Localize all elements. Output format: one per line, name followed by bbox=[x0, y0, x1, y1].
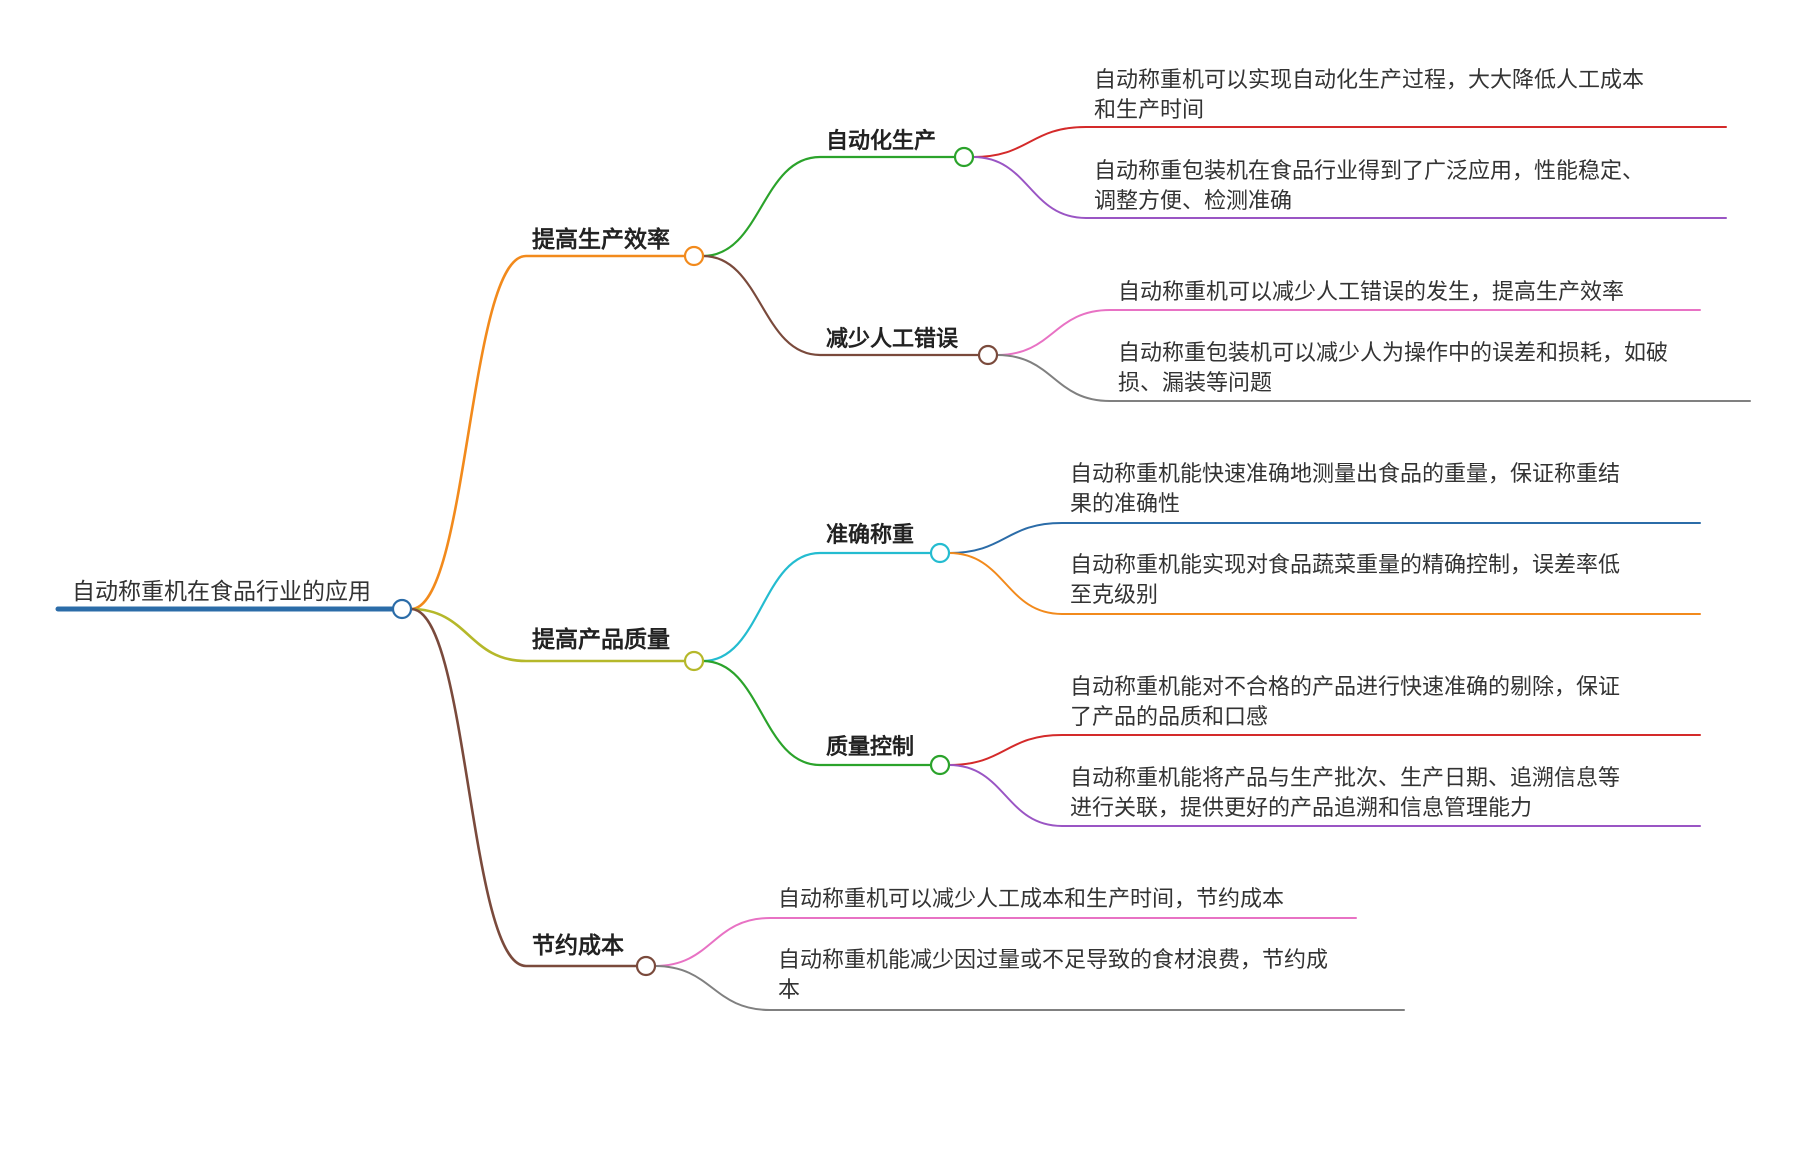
leaf-text: 自动称重包装机可以减少人为操作中的误差和损耗，如破损、漏装等问题 bbox=[1118, 341, 1669, 396]
leaf-connector bbox=[654, 917, 1357, 967]
leaf-connector bbox=[996, 309, 1701, 356]
branch-connector bbox=[409, 254, 687, 611]
subtopic-connector bbox=[701, 155, 957, 258]
branch-node-toggle[interactable] bbox=[635, 955, 657, 977]
subtopic-label-quality-control: 质量控制 bbox=[826, 735, 915, 760]
subtopic-node-toggle[interactable] bbox=[929, 542, 951, 564]
subtopic-label-reduce-errors: 减少人工错误 bbox=[826, 327, 959, 352]
leaf-text: 自动称重机能对不合格的产品进行快速准确的剔除，保证了产品的品质和口感 bbox=[1070, 675, 1621, 730]
leaf-text: 自动称重机能快速准确地测量出食品的重量，保证称重结果的准确性 bbox=[1070, 462, 1621, 517]
subtopic-connector bbox=[701, 659, 933, 767]
leaf-connector bbox=[948, 764, 1701, 827]
leaf-connector bbox=[996, 354, 1751, 402]
leaf-text: 自动称重包装机在食品行业得到了广泛应用，性能稳定、调整方便、检测准确 bbox=[1094, 159, 1645, 214]
leaf-text: 自动称重机能将产品与生产批次、生产日期、追溯信息等进行关联，提供更好的产品追溯和… bbox=[1070, 766, 1621, 821]
leaf-text: 自动称重机可以实现自动化生产过程，大大降低人工成本和生产时间 bbox=[1094, 68, 1645, 123]
leaf-text: 自动称重机可以减少人工成本和生产时间，节约成本 bbox=[778, 887, 1285, 912]
leaf-connector bbox=[948, 522, 1701, 554]
subtopic-connector bbox=[701, 551, 933, 663]
root-topic-label: 自动称重机在食品行业的应用 bbox=[72, 579, 371, 605]
leaf-connector bbox=[654, 965, 1405, 1011]
subtopic-node-toggle[interactable] bbox=[977, 344, 999, 366]
branch-node-toggle[interactable] bbox=[683, 650, 705, 672]
branch-node-toggle[interactable] bbox=[683, 245, 705, 267]
subtopic-label-accurate-weighing: 准确称重 bbox=[826, 523, 915, 548]
leaf-text: 自动称重机能减少因过量或不足导致的食材浪费，节约成本 bbox=[778, 948, 1329, 1003]
branch-label-quality: 提高产品质量 bbox=[532, 627, 670, 653]
leaf-connector bbox=[972, 156, 1727, 219]
subtopic-connector bbox=[701, 254, 981, 357]
subtopic-node-toggle[interactable] bbox=[953, 146, 975, 168]
leaf-connector bbox=[948, 552, 1701, 615]
leaf-text: 自动称重机能实现对食品蔬菜重量的精确控制，误差率低至克级别 bbox=[1070, 553, 1621, 608]
subtopic-node-toggle[interactable] bbox=[929, 754, 951, 776]
leaf-connector bbox=[972, 126, 1727, 158]
branch-label-cost: 节约成本 bbox=[532, 933, 624, 959]
branch-connector bbox=[409, 607, 639, 968]
subtopic-label-automation: 自动化生产 bbox=[826, 129, 937, 154]
leaf-text: 自动称重机可以减少人工错误的发生，提高生产效率 bbox=[1118, 280, 1625, 305]
branch-connector bbox=[409, 607, 687, 663]
root-node-toggle[interactable] bbox=[391, 598, 413, 620]
leaf-connector bbox=[948, 734, 1701, 766]
branch-label-efficiency: 提高生产效率 bbox=[532, 227, 670, 253]
